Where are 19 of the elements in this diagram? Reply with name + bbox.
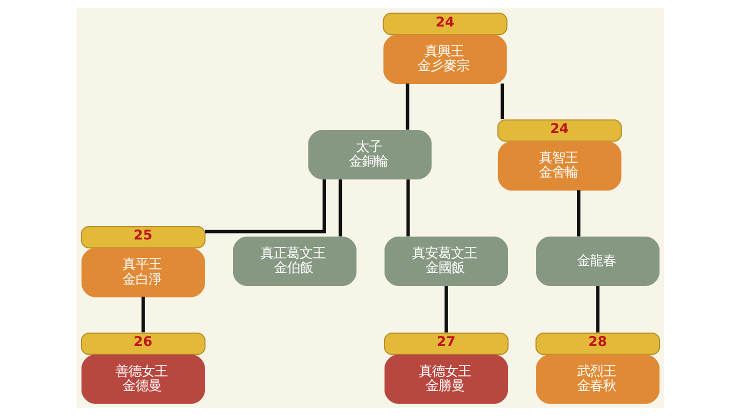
connector [444, 286, 448, 332]
node-label: 27 [436, 335, 455, 350]
node-label: 25 [133, 228, 152, 244]
node-label: 24 [550, 122, 568, 137]
node-label: 28 [588, 335, 606, 350]
connector [500, 84, 504, 119]
node-box: 太子 金銅輪 [308, 130, 432, 180]
node-box: 金龍春 [536, 236, 659, 286]
connector [141, 296, 144, 332]
node-label: 24 [435, 15, 454, 30]
connector [204, 179, 326, 234]
node-label: 26 [133, 335, 152, 350]
connector [405, 84, 409, 130]
connector [596, 286, 599, 332]
node-box: 真安葛文王 金國飯 [384, 236, 508, 286]
node-box: 真正葛文王 金伯飯 [232, 236, 356, 286]
connector [338, 179, 342, 236]
connector [406, 179, 410, 236]
connector [576, 190, 580, 236]
